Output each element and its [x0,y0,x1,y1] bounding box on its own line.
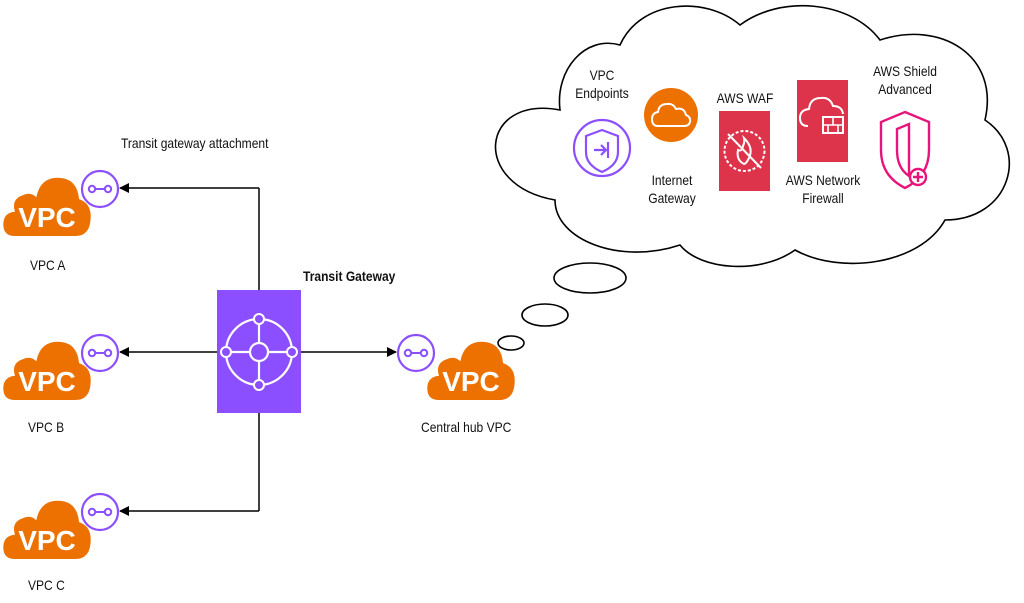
network-firewall-icon [797,80,848,162]
vpc-a-icon: VPC [3,177,91,237]
transit-gateway-icon [217,290,301,413]
transit-gateway-label: Transit Gateway [303,268,396,284]
vpc-b-label: VPC B [28,419,65,435]
thought-bubble-medium [521,303,569,327]
aws-waf-icon [719,111,770,191]
transit-gateway-attachment-label: Transit gateway attachment [121,135,269,151]
central-hub-vpc-icon-text: VPC [442,366,500,397]
vpc-a-icon-text: VPC [18,202,76,233]
connector-lines [119,183,397,516]
central-hub-vpc-icon: VPC [427,341,515,401]
vpc-b-icon: VPC [3,341,91,401]
vpc-c-attachment-icon [80,492,120,532]
vpc-c-icon: VPC [3,500,91,560]
vpc-a-attachment-icon [80,169,120,209]
network-firewall-label: AWS Network Firewall [785,172,861,206]
vpc-c-icon-text: VPC [18,525,76,556]
shield-advanced-icon [879,110,931,190]
vpc-c-label: VPC C [28,577,65,593]
vpc-endpoints-label: VPC Endpoints [575,67,629,101]
thought-bubble-large [553,262,627,294]
internet-gateway-label: Internet Gateway [648,172,696,206]
thought-bubbles [497,262,627,351]
internet-gateway-icon [644,88,698,142]
vpc-endpoints-icon [572,118,632,178]
central-hub-vpc-label: Central hub VPC [421,419,512,435]
vpc-b-attachment-icon [80,333,120,373]
vpc-a-label: VPC A [30,257,66,273]
shield-advanced-label: AWS Shield Advanced [873,63,937,97]
thought-bubble-small [497,335,525,351]
aws-waf-label: AWS WAF [716,90,774,106]
central-hub-attachment-icon [396,333,436,373]
vpc-b-icon-text: VPC [18,366,76,397]
